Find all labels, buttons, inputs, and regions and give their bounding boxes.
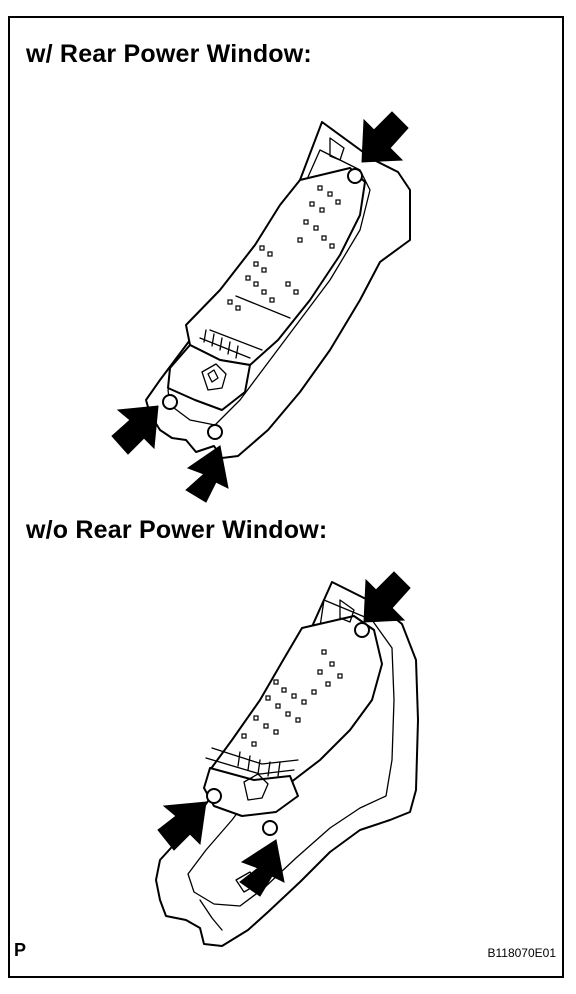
bottom-screw-upper — [354, 622, 370, 638]
top-switch-assembly — [145, 121, 411, 459]
section-title-without-rear-power-window: w/o Rear Power Window: — [26, 516, 328, 544]
figure-code: B118070E01 — [487, 946, 556, 960]
top-screw-left — [162, 394, 178, 410]
bottom-arrow-lower — [239, 839, 285, 897]
bottom-callout-arrows — [157, 571, 411, 897]
top-arrow-upper — [361, 111, 409, 163]
bottom-screw-lower — [262, 820, 278, 836]
top-screw-lower — [207, 424, 223, 440]
bottom-arrow-upper — [363, 571, 411, 623]
bottom-screw-left — [206, 788, 222, 804]
corner-letter: P — [14, 940, 27, 960]
top-screw-upper — [347, 168, 363, 184]
top-callout-arrows — [111, 111, 409, 503]
top-arrow-left — [111, 405, 159, 455]
section-title-with-rear-power-window: w/ Rear Power Window: — [26, 40, 312, 68]
bottom-arrow-left — [157, 801, 207, 851]
bottom-switch-assembly — [155, 581, 419, 947]
bottom-switch-holes — [241, 649, 343, 747]
top-arrow-lower — [185, 445, 229, 503]
top-switch-holes — [227, 185, 341, 311]
